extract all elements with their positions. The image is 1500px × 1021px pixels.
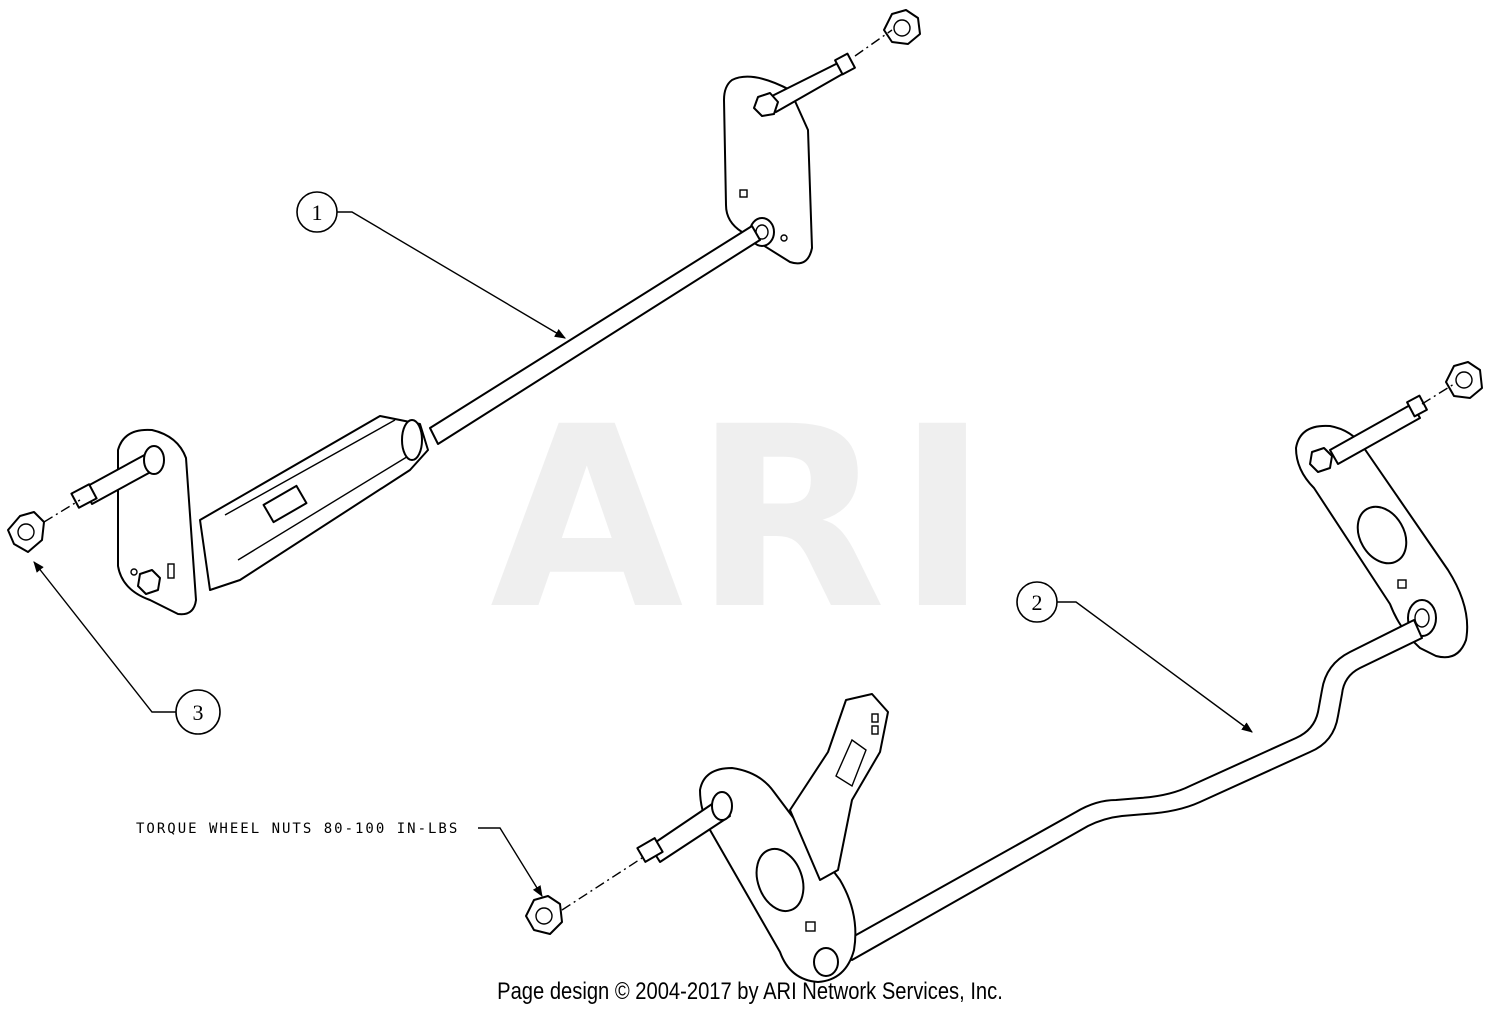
axle-assembly-1[interactable] [70,52,856,616]
wheel-nut-3[interactable] [7,511,45,553]
svg-text:1: 1 [312,200,323,225]
watermark-logo: ARI [490,373,999,664]
torque-note: TORQUE WHEEL NUTS 80-100 IN-LBS [136,821,459,837]
copyright-footer: Page design © 2004-2017 by ARI Network S… [497,978,1003,1005]
wheel-nut-upper[interactable] [883,9,921,45]
wheel-nut-lower-left[interactable] [525,895,563,935]
callout-1[interactable]: 1 [296,191,338,233]
wheel-nut-lower-right[interactable] [1445,361,1483,399]
svg-text:2: 2 [1032,590,1043,615]
callout-2[interactable]: 2 [1016,581,1058,623]
axle-assembly-2[interactable] [636,394,1469,983]
svg-text:3: 3 [193,700,204,725]
callout-3[interactable]: 3 [175,689,221,735]
